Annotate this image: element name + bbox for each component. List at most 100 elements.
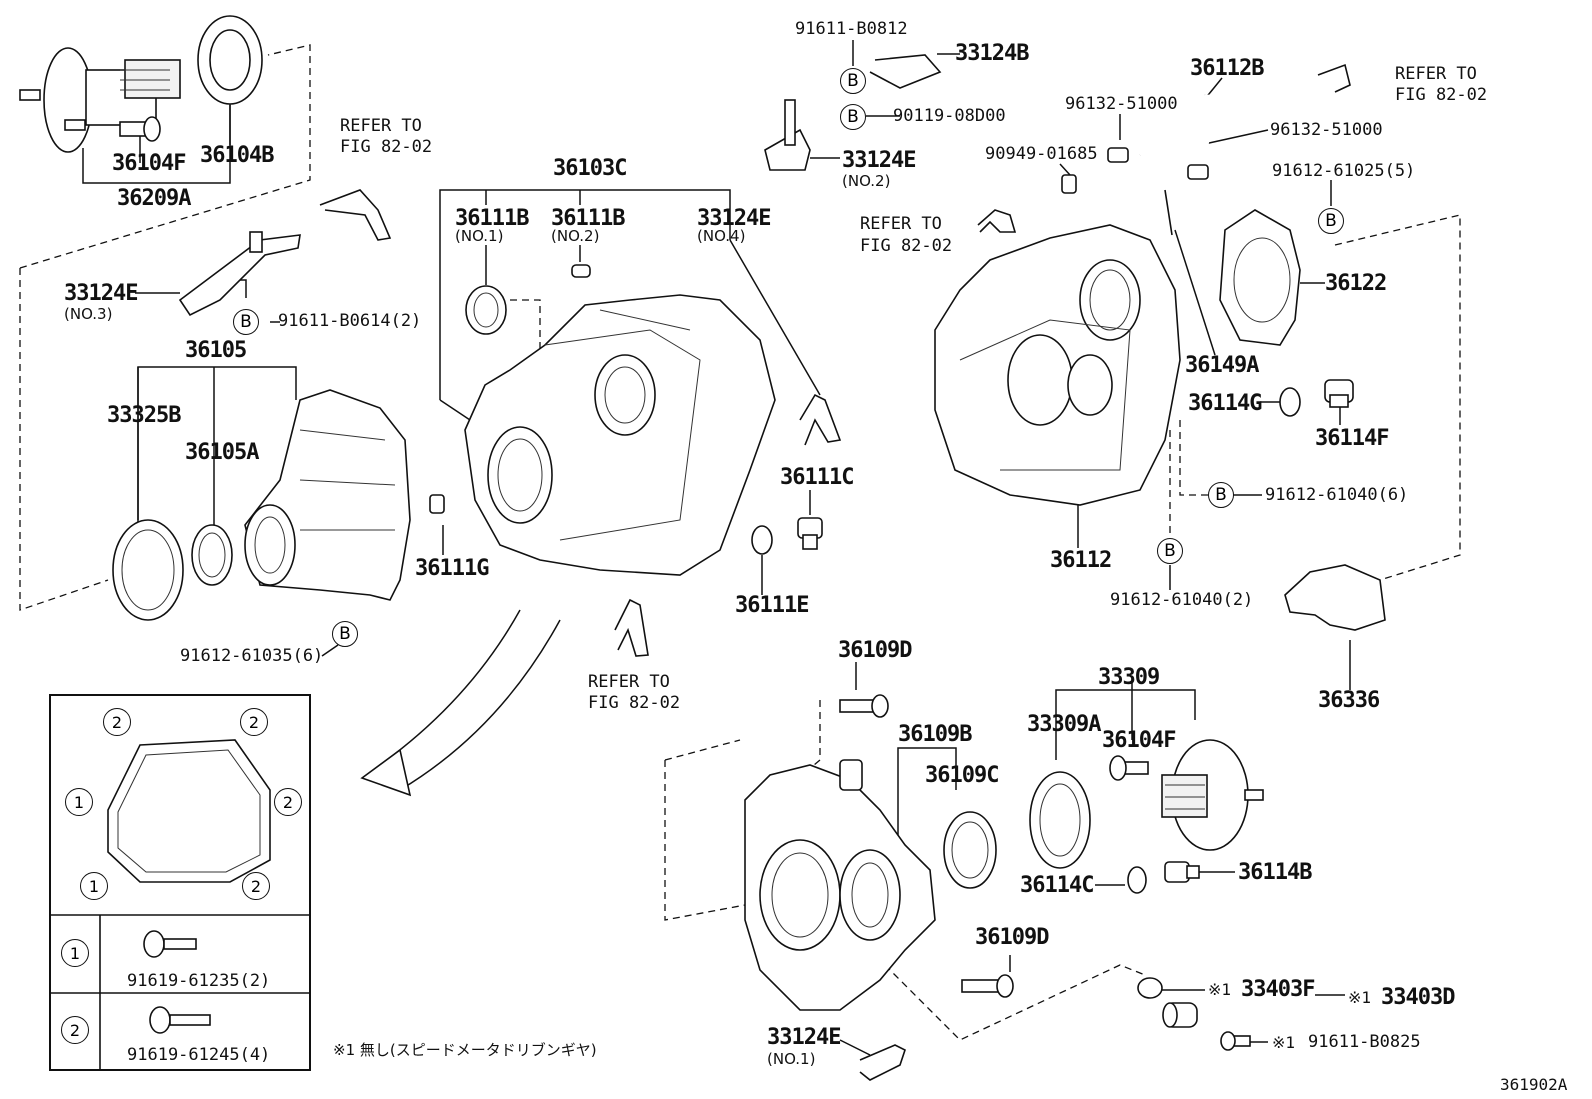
marker-b-1: B [233,309,259,335]
label-36111G: 36111G [415,556,489,581]
transfer-case-36103C [464,294,776,576]
marker-b-2: B [332,621,358,647]
extension-housing-36105 [244,389,411,601]
seal-36105A [191,524,233,586]
dashed-boundary-right [1334,214,1461,581]
label-91612-61035: 91612-61035(6) [180,646,324,666]
label-no1-a: (NO.1) [455,227,504,245]
refer-3-line2: FIG 82-02 [860,236,953,256]
label-91619-61245: 91619-61245(4) [127,1045,271,1065]
label-91612-61040-2: 91612-61040(2) [1110,590,1254,610]
label-36103C: 36103C [553,156,627,181]
seal-36111B-no1 [465,285,507,335]
inset-row-marker-2: 2 [61,1016,89,1044]
inset-marker-1-a: 1 [65,788,93,816]
washer-36114C [1127,866,1147,894]
inset-marker-2-b: 2 [240,708,268,736]
seal-33325B [112,519,184,621]
inset-row-marker-1: 1 [61,939,89,967]
leader-91612-61035 [321,644,339,657]
label-36209A: 36209A [117,186,191,211]
label-36104F: 36104F [112,151,186,176]
refer-bracket-4 [1317,63,1351,93]
label-36105: 36105 [185,338,247,363]
inset-marker-2-a: 2 [103,708,131,736]
plug-36114F [1324,379,1354,408]
label-36109D-a: 36109D [838,638,912,663]
bracket-33309 [1055,689,1196,760]
refer-bracket-1 [319,189,392,241]
label-33403D: 33403D [1381,985,1455,1010]
bracket-36103C [439,189,731,400]
flange-shaft-36209A [19,47,181,153]
plug-36114B [1164,861,1200,883]
clamp-96132-a [1107,147,1129,163]
inset-marker-2-d: 2 [242,872,270,900]
label-no1-b: (NO.1) [767,1050,816,1068]
refer-4-line1: REFER TO [1395,64,1477,84]
pin-36149A [1164,189,1173,236]
label-36149A: 36149A [1185,353,1259,378]
kome-mark-2: ※1 [1348,988,1372,1007]
dashed-boundary-bottom [884,964,1146,1041]
label-36111E: 36111E [735,593,809,618]
refer-1-line1: REFER TO [340,116,422,136]
washer-36114G [1279,387,1301,417]
refer-2-line2: FIG 82-02 [588,693,681,713]
rear-housing [744,759,936,1011]
label-96132-51000-a: 96132-51000 [1065,94,1178,114]
arrow-curve-outer [379,609,521,766]
lever-33124E-no2 [764,99,811,171]
seal-36104B [197,15,263,105]
bolt-36104F-b [1109,755,1149,781]
marker-b-6: B [1208,482,1234,508]
label-33309: 33309 [1098,665,1160,690]
oring-33403F [1137,977,1163,999]
bolt-36109D-a [839,694,889,718]
dashed-boundary-left [19,268,109,611]
dashed-bolt-line [807,700,821,771]
inset-bolt-1 [143,930,197,958]
label-36105A: 36105A [185,440,259,465]
refer-1-line2: FIG 82-02 [340,137,433,157]
dashed-boundary-lower [664,739,741,761]
plug-36111B-no2 [571,264,591,278]
lever-33124E-no4 [799,393,842,446]
protector-36336 [1284,564,1386,631]
label-36122: 36122 [1325,271,1387,296]
bracket-36109B [897,747,957,845]
label-33325B: 33325B [107,403,181,428]
inset-marker-1-b: 1 [80,872,108,900]
kome-mark-3: ※1 [1272,1033,1296,1052]
arrow-head [360,748,412,797]
marker-b-7: B [1157,538,1183,564]
label-91611-B0614: 91611-B0614(2) [278,311,422,331]
label-91611-B0812: 91611-B0812 [795,19,908,39]
label-36114B: 36114B [1238,860,1312,885]
leader-90949 [1059,163,1071,176]
label-33124E-no1: 33124E [767,1025,841,1050]
sleeve-33403D [1162,1002,1198,1028]
label-36114G: 36114G [1188,391,1262,416]
dashed-boundary-lower-left [664,760,746,921]
label-36114C: 36114C [1020,873,1094,898]
label-no2-a: (NO.2) [842,172,891,190]
label-91619-61235: 91619-61235(2) [127,971,271,991]
leader-case [439,399,471,421]
inset-bolt-2 [149,1006,211,1034]
leader-36149A [1174,229,1216,356]
dashed-boundary-upper-left [19,44,311,269]
refer-bracket-3 [977,209,1017,233]
washer-36111E [751,525,773,555]
plug-90949 [1061,174,1077,194]
label-36114F: 36114F [1315,426,1389,451]
refer-bracket-2 [614,598,649,657]
marker-b-3: B [840,68,866,94]
label-36104B: 36104B [200,143,274,168]
bolt-36104F [119,116,161,142]
bolt-36109D-b [961,974,1014,998]
label-36109C: 36109C [925,763,999,788]
plate-36122 [1219,209,1301,346]
clip-33124B [869,54,942,89]
